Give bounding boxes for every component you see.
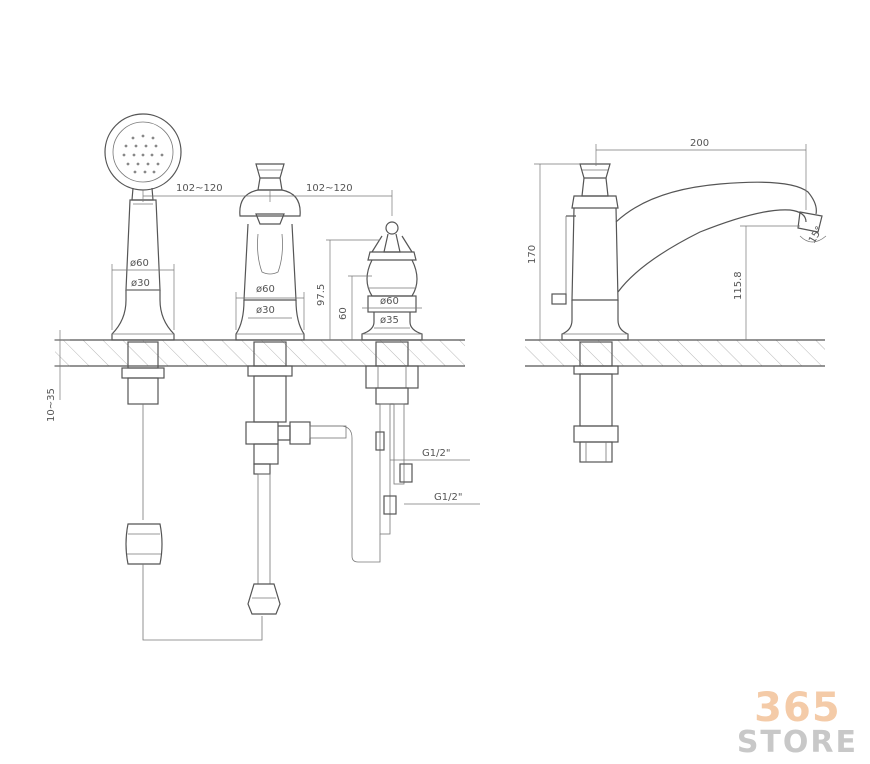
logo-number: 365 <box>754 685 841 731</box>
deck-left <box>55 339 465 367</box>
dim-spacing-left: 102~120 <box>176 183 223 194</box>
dim-height-60: 60 <box>338 307 349 320</box>
dimension-labels: 102~120 102~120 ø60 ø30 ø60 ø30 ø60 ø35 … <box>46 138 825 503</box>
dim-thread-bottom: G1/2" <box>434 492 462 503</box>
dim-angle: 15° <box>807 225 825 246</box>
dim-deck-range: 10~35 <box>46 388 57 422</box>
dim-spout-d30: ø30 <box>256 305 275 316</box>
dim-height-total: 170 <box>527 245 538 264</box>
shower-nozzles <box>122 134 164 174</box>
store-logo: 365 STORE <box>737 688 858 758</box>
dim-valve-d60: ø60 <box>380 296 399 307</box>
mixer-valve-front-view <box>351 221 423 563</box>
spout-side-view <box>551 163 823 463</box>
dim-height-outlet: 115.8 <box>733 271 744 300</box>
deck-right <box>525 339 825 367</box>
dim-valve-d35: ø35 <box>380 315 399 326</box>
spout-front-view <box>235 163 353 615</box>
dim-shower-d30: ø30 <box>131 278 150 289</box>
dim-height-97-5: 97.5 <box>316 284 327 306</box>
dim-spout-d60: ø60 <box>256 284 275 295</box>
dim-shower-d60: ø60 <box>130 258 149 269</box>
dim-reach: 200 <box>690 138 709 149</box>
logo-word: STORE <box>736 725 858 760</box>
dim-thread-top: G1/2" <box>422 448 450 459</box>
dimension-lines <box>54 144 827 505</box>
dim-spacing-right: 102~120 <box>306 183 353 194</box>
